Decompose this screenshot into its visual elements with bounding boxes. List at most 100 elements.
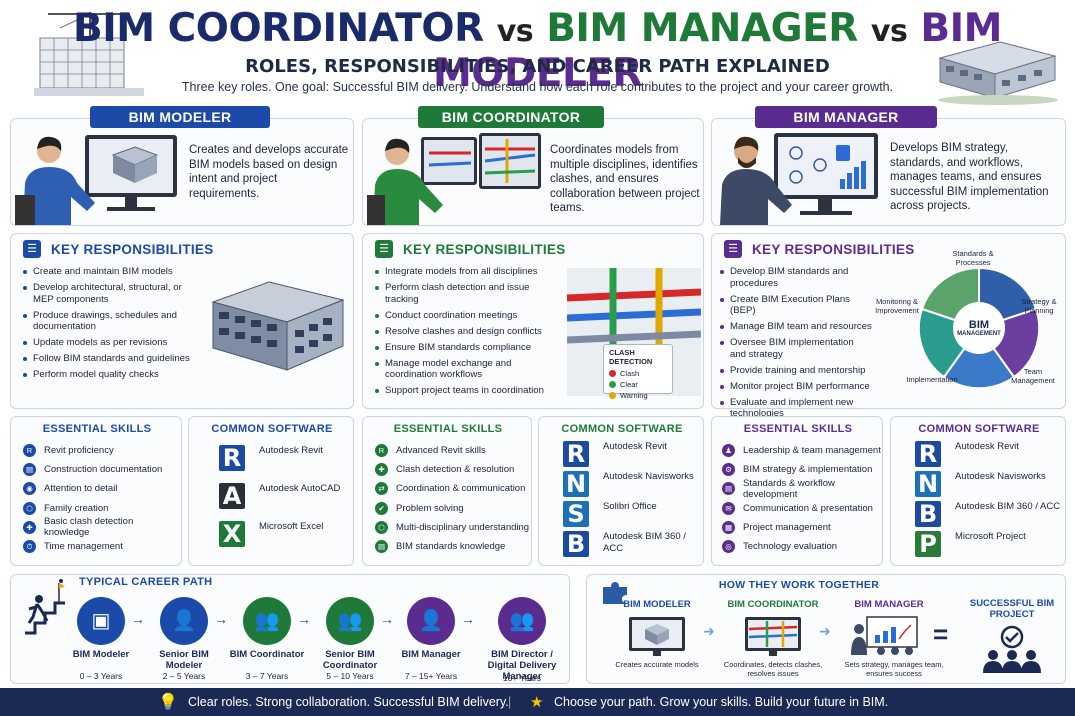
title-vs: vs xyxy=(496,14,534,49)
software-logo-icon: R xyxy=(563,441,589,467)
arrow-right-icon: ➜ xyxy=(703,623,715,639)
manager-description: Develops BIM strategy, standards, and wo… xyxy=(890,142,1049,212)
clipboard-icon: ☰ xyxy=(724,240,742,258)
responsibility-item: Integrate models from all disciplines xyxy=(375,266,565,278)
skill-label: Project management xyxy=(743,521,831,533)
skill-item: ✉ Communication & presentation xyxy=(722,499,882,518)
skill-bullet-icon: ✚ xyxy=(23,520,36,534)
manager-software-title: COMMON SOFTWARE xyxy=(918,423,1040,435)
software-name: Microsoft Excel xyxy=(259,521,324,532)
manager-responsibilities-card: ☰ KEY RESPONSIBILITIES Develop BIM stand… xyxy=(711,233,1066,419)
title-manager: BIM MANAGER xyxy=(546,6,858,51)
software-logo-icon: N xyxy=(563,471,589,497)
responsibility-item: Develop BIM standards and procedures xyxy=(720,266,872,289)
modeler-description: Creates and develops accurate BIM models… xyxy=(189,144,349,200)
together-manager-caption: Sets strategy, manages team, ensures suc… xyxy=(844,660,944,678)
career-step-icon: 👥 xyxy=(498,597,546,645)
clash-legend-title: CLASH DETECTION xyxy=(609,348,653,366)
modeler-skills-list: R Revit proficiency ▤Construction document… xyxy=(23,441,181,556)
modeler-monitor-icon xyxy=(629,617,685,656)
responsibility-item: Create and maintain BIM models xyxy=(23,266,193,278)
equals-icon: = xyxy=(933,619,949,649)
arrow-right-icon: → xyxy=(461,611,475,627)
clash-legend-label: Warning xyxy=(620,391,648,400)
skill-bullet-icon: ⏱ xyxy=(23,540,36,554)
coordinator-skills-title: ESSENTIAL SKILLS xyxy=(393,423,503,435)
green-dot-icon xyxy=(609,381,616,388)
skill-bullet-icon: ◎ xyxy=(722,540,735,554)
career-path-title: TYPICAL CAREER PATH xyxy=(79,576,213,588)
responsibility-item: Produce drawings, schedules and document… xyxy=(23,310,193,333)
career-step-icon: 👤 xyxy=(407,597,455,645)
career-step-name: BIM Director / Digital Delivery Manager xyxy=(487,649,557,682)
coordinator-software-title: COMMON SOFTWARE xyxy=(561,423,683,435)
manager-person-icon xyxy=(720,133,878,225)
clipboard-icon: ☰ xyxy=(375,240,393,258)
responsibility-item: Perform clash detection and issue tracki… xyxy=(375,282,565,305)
skill-bullet-icon: R xyxy=(23,444,36,458)
skill-item: ▤Construction documentation xyxy=(23,460,181,479)
skill-label: Communication & presentation xyxy=(743,502,873,514)
modeler-software-title: COMMON SOFTWARE xyxy=(211,423,333,435)
footer-left-text: Clear roles. Strong collaboration. Succe… xyxy=(188,695,509,709)
footer-divider: | xyxy=(508,695,512,709)
skill-label: Basic clash detection knowledge xyxy=(44,516,134,539)
skill-label: BIM strategy & implementation xyxy=(743,464,873,476)
skill-bullet-icon: R xyxy=(375,444,388,458)
skill-label: Problem solving xyxy=(396,502,464,514)
software-name: Microsoft Project xyxy=(955,531,1026,542)
clash-legend-item: Warning xyxy=(609,390,667,401)
modeler-resp-title: KEY RESPONSIBILITIES xyxy=(51,242,214,257)
skill-item: ◉Attention to detail xyxy=(23,479,181,498)
skill-bullet-icon: ✉ xyxy=(722,501,735,515)
manager-presentation-icon xyxy=(851,616,918,655)
responsibility-item: Update models as per revisions xyxy=(23,337,193,349)
clash-legend-label: Clash xyxy=(620,369,640,378)
career-step-years: 0 – 3 Years xyxy=(79,671,123,681)
career-step-icon: 👥 xyxy=(243,597,291,645)
skill-item: ◎Technology evaluation xyxy=(722,537,882,556)
clash-legend-label: Clear xyxy=(620,380,638,389)
responsibility-item: Resolve clashes and design conflicts xyxy=(375,326,565,338)
together-coordinator-title: BIM COORDINATOR xyxy=(727,599,819,610)
career-step-name: BIM Modeler xyxy=(72,649,130,660)
career-step-years: 3 – 7 Years xyxy=(245,671,289,681)
manager-skills-list: ♟Leadership & team management⚙BIM strate… xyxy=(722,441,882,556)
arrow-right-icon: → xyxy=(297,611,311,627)
skill-item: ▤Standards & workflow development xyxy=(722,477,882,500)
clash-legend-item: Clash xyxy=(609,368,667,379)
red-dot-icon xyxy=(609,370,616,377)
software-logo-icon: S xyxy=(563,501,589,527)
responsibility-item: Follow BIM standards and guidelines xyxy=(23,353,193,365)
skill-item: ✚Clash detection & resolution xyxy=(375,460,531,479)
skill-bullet-icon: ⬡ xyxy=(375,520,388,534)
modeler-person-icon xyxy=(15,135,177,225)
skill-label: Revit proficiency xyxy=(44,445,114,457)
lightbulb-icon: 💡 xyxy=(158,694,178,711)
skill-label: Standards & workflow development xyxy=(743,477,835,500)
software-name: Autodesk Navisworks xyxy=(955,471,1046,482)
responsibility-item: Provide training and mentorship xyxy=(720,365,872,377)
modeler-responsibilities-card: ☰ KEY RESPONSIBILITIES Create and mainta… xyxy=(10,233,354,409)
arrow-right-icon: → xyxy=(380,611,394,627)
team-success-icon xyxy=(983,625,1041,673)
skill-bullet-icon: ⚙ xyxy=(722,463,735,477)
software-logo-icon: A xyxy=(219,483,245,509)
skill-bullet-icon: ▦ xyxy=(722,520,735,534)
